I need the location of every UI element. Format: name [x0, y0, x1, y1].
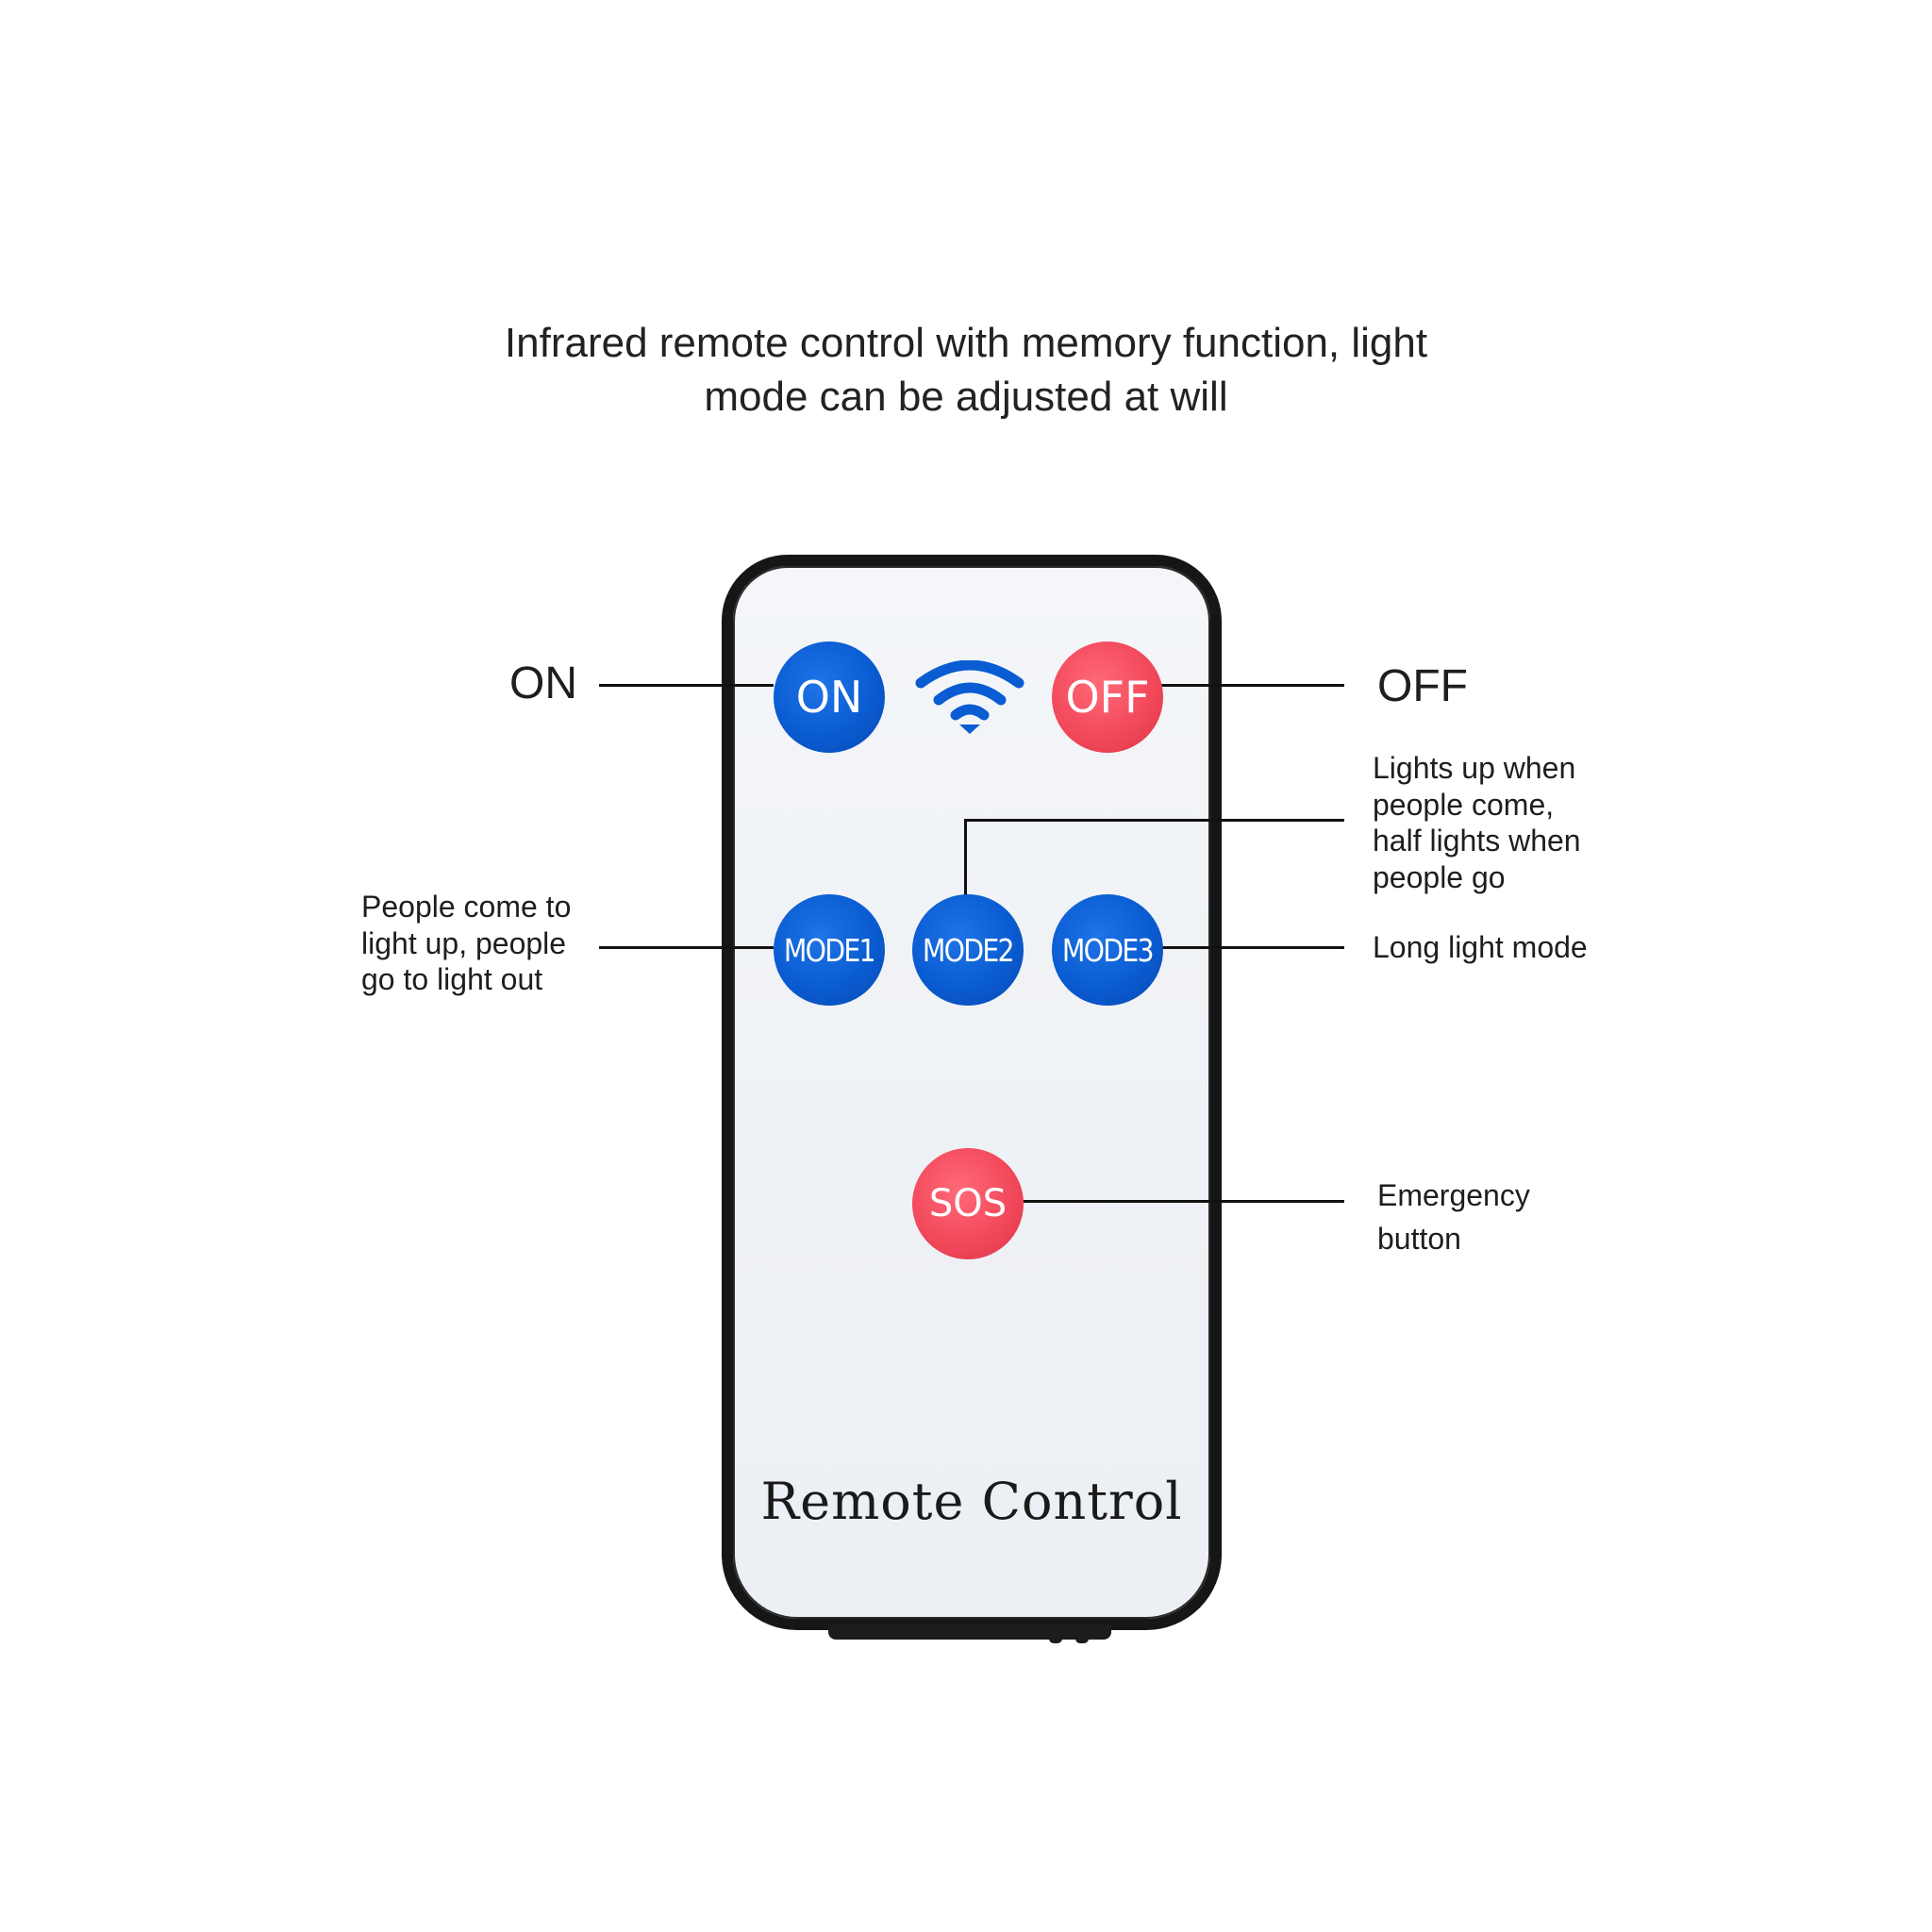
mode2-callout-line-4: people go: [1373, 859, 1506, 894]
off-button[interactable]: OFF: [1052, 641, 1163, 753]
off-callout-text: OFF: [1377, 661, 1468, 711]
on-button[interactable]: ON: [774, 641, 885, 753]
mode1-button[interactable]: MODE1: [774, 894, 885, 1006]
sos-callout-line-1: Emergency: [1377, 1178, 1530, 1212]
mode1-button-label: MODE1: [783, 931, 876, 969]
headline-line-1: Infrared remote control with memory func…: [504, 320, 1428, 366]
remote-base-edge: [828, 1624, 1111, 1640]
wireless-signal-icon: [915, 660, 1024, 734]
headline-line-2: mode can be adjusted at will: [704, 374, 1228, 420]
sos-button-label: SOS: [928, 1182, 1008, 1225]
on-button-label: ON: [795, 672, 863, 723]
mode2-callout-line-vertical: [964, 819, 967, 908]
mode2-callout-line-2: people come,: [1373, 787, 1555, 822]
mode1-callout-line-3: go to light out: [361, 962, 543, 996]
mode1-callout-text: People come to light up, people go to li…: [361, 889, 571, 998]
sos-callout-line-2: button: [1377, 1222, 1461, 1256]
mode3-button[interactable]: MODE3: [1052, 894, 1163, 1006]
mode2-button-label: MODE2: [922, 931, 1015, 969]
mode3-callout-line: [1156, 946, 1344, 949]
remote-base-nub: [1049, 1626, 1062, 1643]
mode3-callout-text: Long light mode: [1373, 930, 1588, 964]
remote-base-nub: [1075, 1626, 1089, 1643]
mode2-button[interactable]: MODE2: [912, 894, 1024, 1006]
mode2-callout-line-1: Lights up when: [1373, 751, 1576, 785]
mode2-callout-line-3: half lights when: [1373, 824, 1581, 858]
sos-callout-text: Emergency button: [1377, 1174, 1530, 1260]
on-callout-line: [599, 684, 774, 687]
mode1-callout-line-2: light up, people: [361, 925, 567, 960]
mode1-callout-line-1: People come to: [361, 890, 572, 924]
off-callout-line: [1156, 684, 1344, 687]
remote-control-label: Remote Control: [760, 1472, 1183, 1531]
headline: Infrared remote control with memory func…: [0, 316, 1932, 424]
on-callout-text: ON: [509, 658, 577, 708]
mode1-callout-line: [599, 946, 774, 949]
mode3-button-label: MODE3: [1061, 931, 1155, 969]
off-button-label: OFF: [1065, 672, 1150, 723]
mode2-callout-line-horizontal: [964, 819, 1344, 822]
sos-button[interactable]: SOS: [912, 1148, 1024, 1259]
mode2-callout-text: Lights up when people come, half lights …: [1373, 750, 1581, 895]
sos-callout-line: [1014, 1200, 1344, 1203]
